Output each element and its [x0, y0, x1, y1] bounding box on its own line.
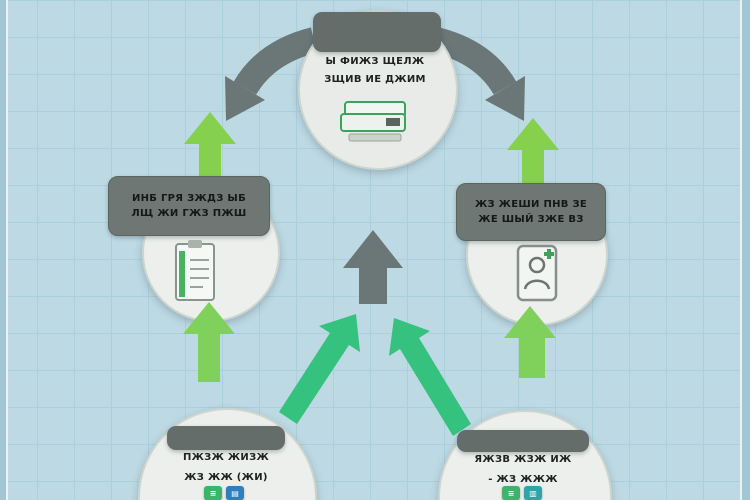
- green-app-icon: ≡: [204, 486, 222, 500]
- arrow-up-right-upper: [507, 118, 559, 188]
- top-node-label-line1: Ы ФИЖЗ ЩЕЛЖ: [325, 56, 425, 67]
- left-edge-strip: [0, 0, 6, 500]
- arrow-top-to-left: [225, 27, 318, 121]
- blue-app-icon: ▤: [226, 486, 244, 500]
- arrow-up-center-gray: [343, 230, 403, 304]
- right-node-label-line2: ЖЕ ШЫЙ ЗЖЕ ВЗ: [478, 213, 584, 225]
- green-app-icon: ≡: [502, 486, 520, 500]
- bottom-left-label-line2: ЖЗ ЖЖ (ЖИ): [184, 472, 268, 483]
- right-node-label-line1: ЖЗ ЖЕШИ ПНВ ЗЕ: [474, 198, 588, 210]
- top-node-label-line2: ЗЩИВ ИЕ ДЖИМ: [324, 74, 426, 85]
- teal-app-icon: ▥: [524, 486, 542, 500]
- left-node-label-line2: ЛЩ ЖИ ГЖЗ ПЖШ: [131, 207, 247, 219]
- arrow-diagonal-left-teal: [279, 314, 360, 424]
- person-badge-icon: [516, 244, 558, 302]
- arrow-diagonal-right-teal: [389, 318, 471, 436]
- arrow-up-right-lower: [504, 306, 556, 378]
- left-edge-line: [6, 0, 8, 500]
- bottom-right-label-line1: ЯЖЗВ ЖЗЖ ИЖ: [474, 454, 572, 465]
- bottom-left-label-line1: ПЖЗЖ ЖИЗЖ: [182, 452, 270, 463]
- bottom-right-label-line2: - ЖЗ ЖЖЖ: [488, 474, 558, 485]
- right-node-label-box: ЖЗ ЖЕШИ ПНВ ЗЕ ЖЕ ШЫЙ ЗЖЕ ВЗ: [456, 183, 606, 241]
- left-node-label-line1: ИНБ ГРЯ ЗЖДЗ ЫБ: [131, 192, 247, 204]
- bottom-left-header-bar: [167, 426, 285, 450]
- arrow-up-left-lower: [183, 302, 235, 382]
- left-node-label-box: ИНБ ГРЯ ЗЖДЗ ЫБ ЛЩ ЖИ ГЖЗ ПЖШ: [108, 176, 270, 236]
- right-edge-strip: [742, 0, 750, 500]
- arrow-up-left-upper: [184, 112, 236, 182]
- clipboard-icon: [175, 240, 215, 301]
- top-node-header-bar: [313, 12, 441, 52]
- right-edge-line: [740, 0, 742, 500]
- documents-icon: [340, 101, 406, 142]
- bottom-right-header-bar: [457, 430, 589, 452]
- arrow-top-to-right: [432, 27, 525, 121]
